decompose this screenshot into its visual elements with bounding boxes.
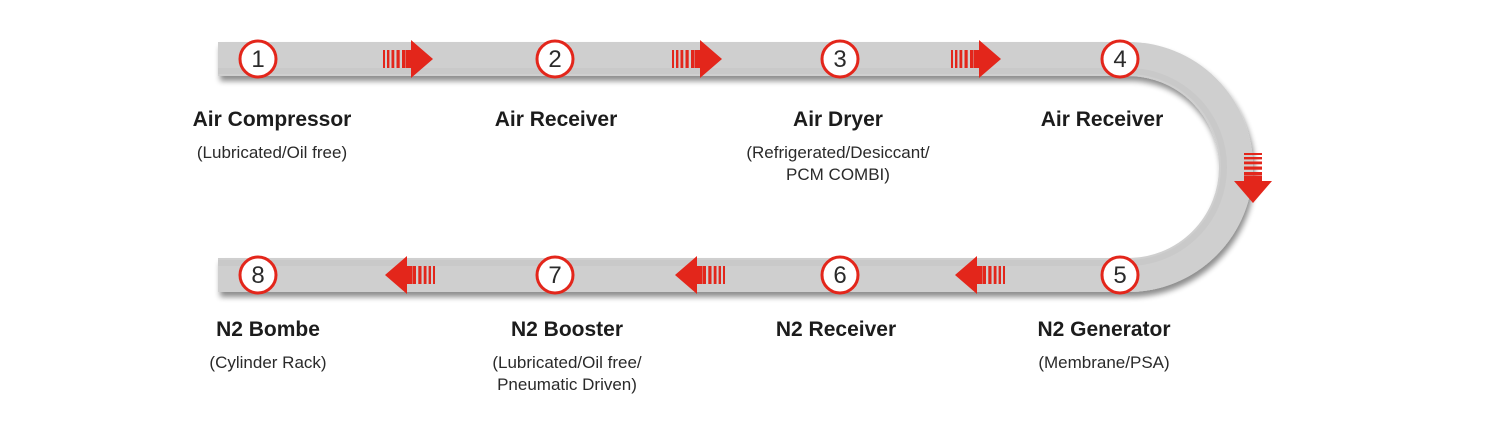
- step-title: N2 Bombe: [216, 318, 320, 341]
- step-node-4: 4: [1100, 39, 1140, 79]
- step-circle: [535, 39, 575, 79]
- step-node-3: 3: [820, 39, 860, 79]
- step-number: 7: [548, 262, 561, 289]
- step-subtitle-line2: Pneumatic Driven): [497, 375, 637, 394]
- step-title: N2 Booster: [510, 318, 624, 341]
- flow-arrow-right-icon: [672, 40, 722, 78]
- step-circle: [535, 255, 575, 295]
- step-node-7: 7: [535, 255, 575, 295]
- step-circle: [820, 255, 860, 295]
- flow-pipe: [218, 42, 1253, 292]
- step-number: 2: [548, 46, 561, 73]
- step-number: 1: [251, 46, 264, 73]
- step-label-1: Air Compressor (Lubricated/Oil free): [193, 107, 352, 164]
- step-node-2: 2: [535, 39, 575, 79]
- step-number: 3: [833, 46, 846, 73]
- step-label-8: N2 Bombe (Cylinder Rack): [209, 317, 326, 374]
- step-circle: [1100, 255, 1140, 295]
- step-title: Air Compressor: [192, 108, 352, 131]
- step-label-4: Air Receiver: [1041, 107, 1164, 133]
- flow-arrow-left-icon: [385, 256, 435, 294]
- step-number: 8: [251, 262, 264, 289]
- step-number: 4: [1113, 46, 1126, 73]
- step-node-1: 1: [238, 39, 278, 79]
- step-circle: [238, 39, 278, 79]
- step-label-2: Air Receiver: [495, 107, 618, 133]
- step-label-5: N2 Generator (Membrane/PSA): [1037, 317, 1170, 374]
- step-number: 6: [833, 262, 846, 289]
- step-subtitle: (Membrane/PSA): [1038, 353, 1170, 372]
- step-subtitle: (Lubricated/Oil free/: [492, 353, 642, 372]
- step-label-7: N2 Booster (Lubricated/Oil free/Pneumatic…: [492, 317, 641, 396]
- step-node-8: 8: [238, 255, 278, 295]
- flow-arrow-left-icon: [955, 256, 1005, 294]
- step-title: N2 Receiver: [775, 318, 897, 341]
- step-circle: [820, 39, 860, 79]
- step-subtitle: (Lubricated/Oil free): [196, 143, 348, 162]
- step-title: Air Receiver: [1040, 108, 1164, 131]
- step-label-3: Air Dryer (Refrigerated/Desiccant/PCM COM…: [746, 107, 929, 186]
- step-label-6: N2 Receiver: [776, 317, 896, 343]
- flow-arrow-down-icon: [1234, 153, 1272, 203]
- step-subtitle-line2: PCM COMBI): [786, 165, 890, 184]
- flow-arrow-left-icon: [675, 256, 725, 294]
- flow-arrow-right-icon: [951, 40, 1001, 78]
- step-node-6: 6: [820, 255, 860, 295]
- step-circle: [238, 255, 278, 295]
- flow-arrow-right-icon: [383, 40, 433, 78]
- step-title: Air Dryer: [793, 108, 883, 131]
- step-circle: [1100, 39, 1140, 79]
- step-subtitle: (Cylinder Rack): [209, 353, 327, 372]
- step-number: 5: [1113, 262, 1126, 289]
- step-node-5: 5: [1100, 255, 1140, 295]
- step-title: Air Receiver: [494, 108, 618, 131]
- flow-pipe-underside: [218, 68, 1227, 266]
- step-subtitle: (Refrigerated/Desiccant/: [746, 143, 930, 162]
- step-title: N2 Generator: [1037, 318, 1171, 341]
